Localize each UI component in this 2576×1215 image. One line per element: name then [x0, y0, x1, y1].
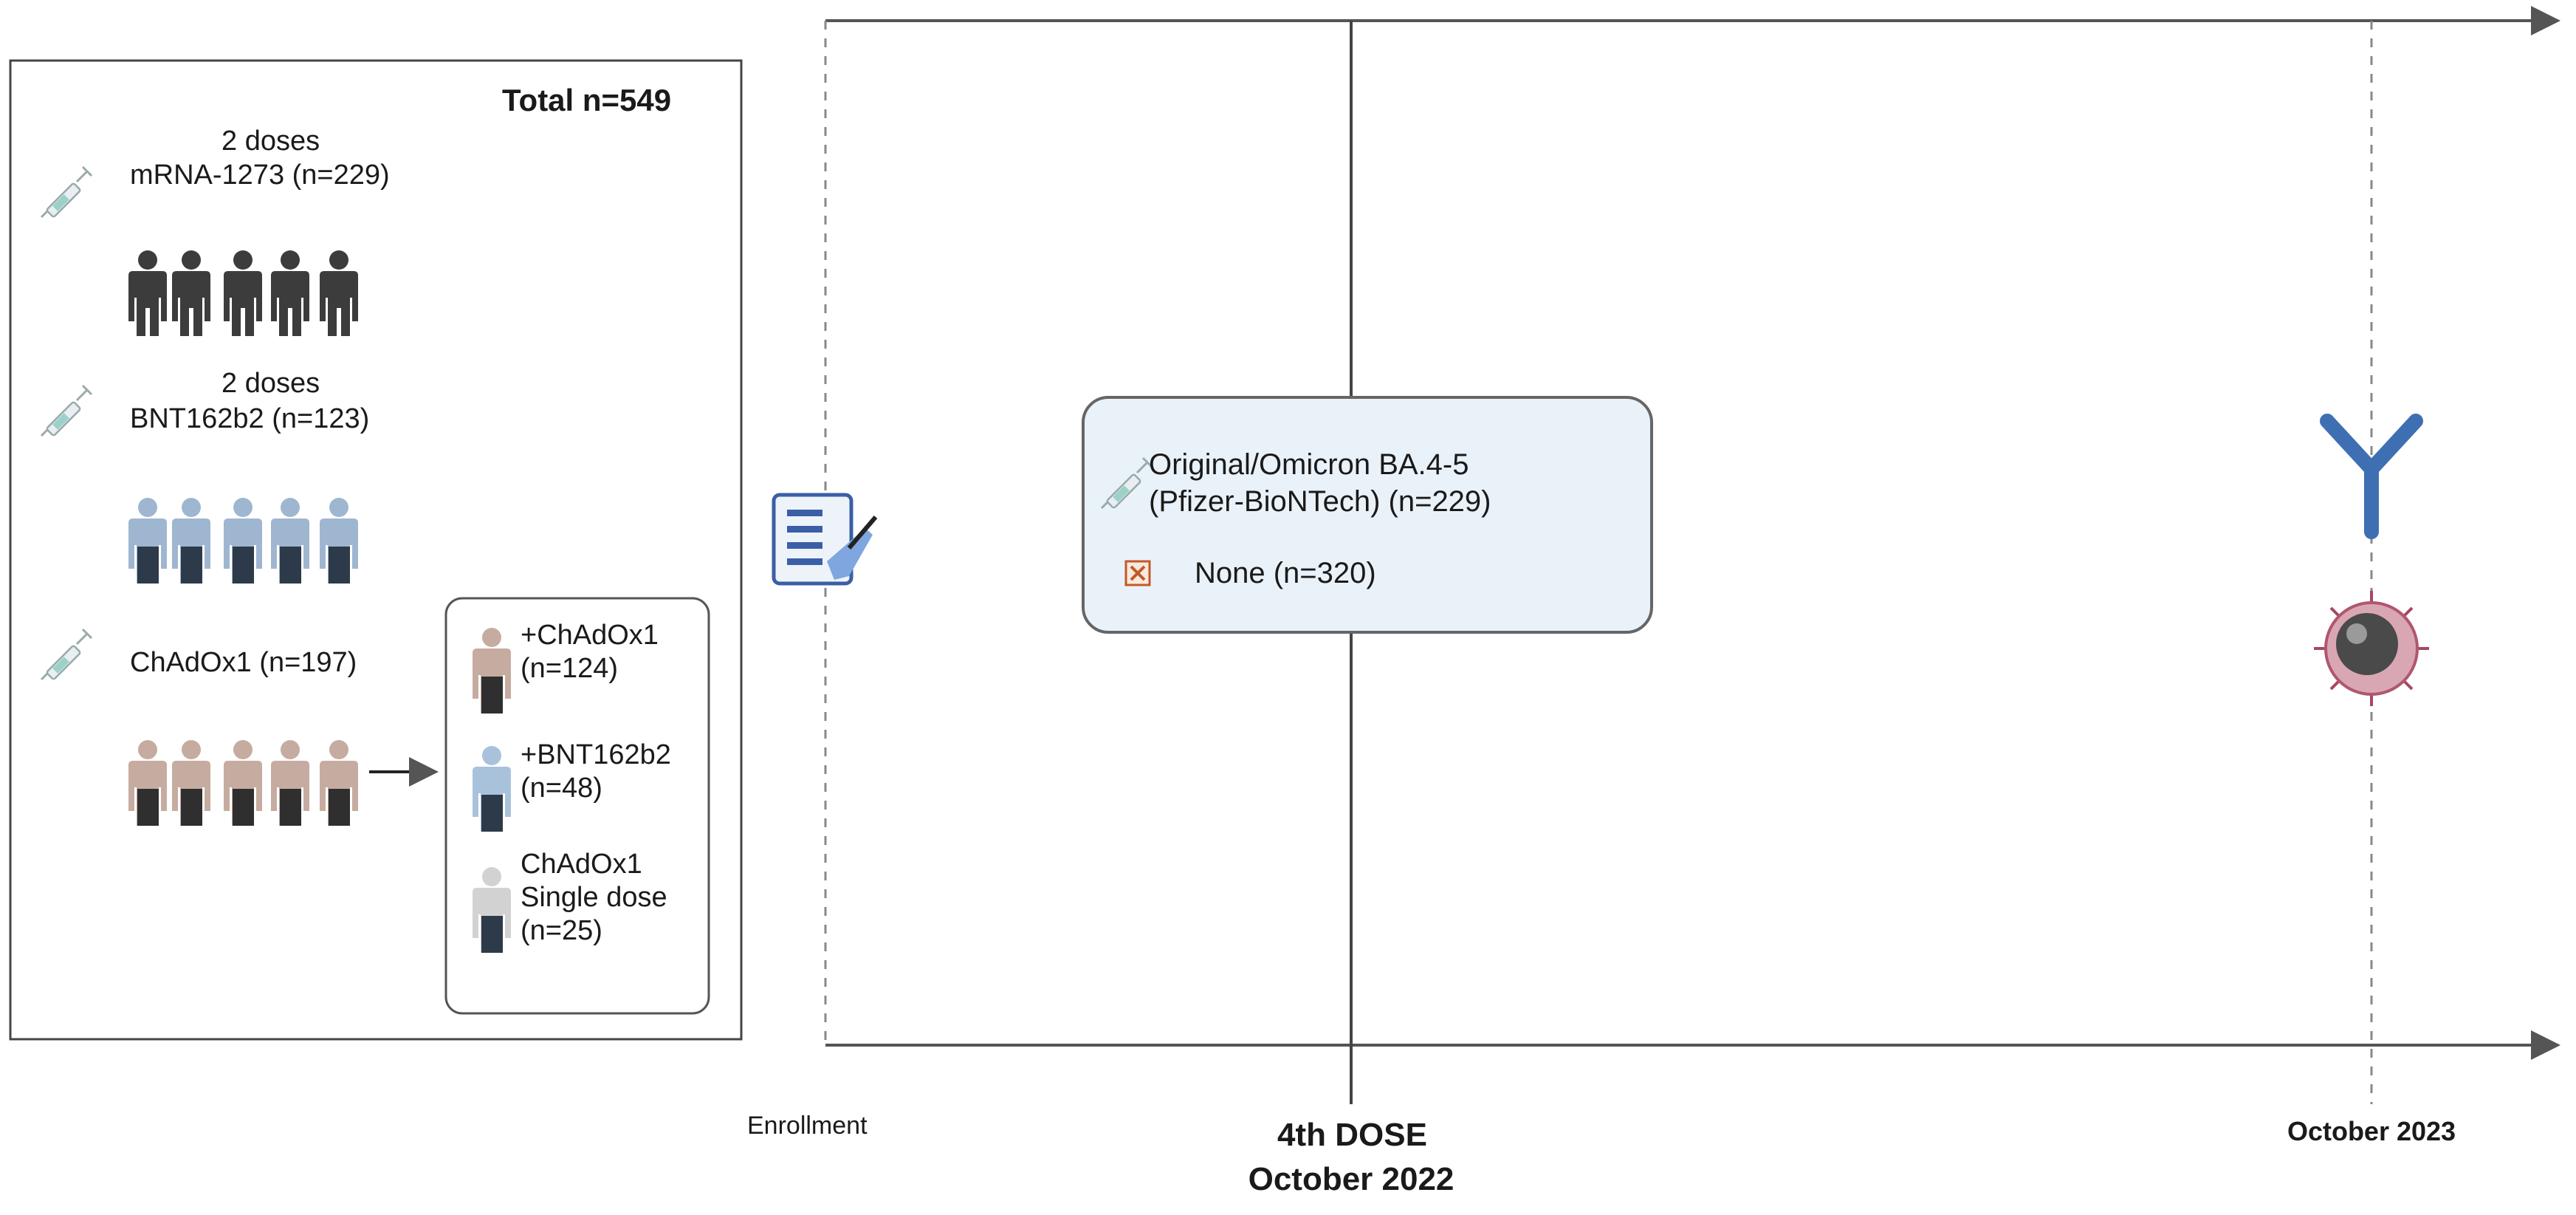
- group-vaccine: mRNA-1273 (n=229): [130, 160, 390, 191]
- booster-box: [1082, 396, 1653, 634]
- clipboard-signing-icon: [772, 493, 878, 586]
- x-box-icon: [1124, 560, 1151, 586]
- subgroup-box: [444, 597, 710, 1015]
- immune-cell-icon: [2314, 591, 2429, 706]
- group-doses: 2 doses: [221, 368, 320, 399]
- subgroup-label: +ChAdOx1 (n=124): [521, 620, 659, 684]
- subgroup-label: +BNT162b2 (n=48): [521, 739, 671, 804]
- figure-single-dose: [473, 867, 511, 953]
- group-vaccine: BNT162b2 (n=123): [130, 403, 370, 434]
- figure-bnt162b2-boost: [473, 746, 511, 832]
- enrollment-label: Enrollment: [747, 1112, 868, 1140]
- fourth-dose-date: October 2022: [1248, 1161, 1454, 1197]
- subgroup-label: ChAdOx1 Single dose (n=25): [521, 849, 667, 946]
- antibody-icon: [2320, 414, 2423, 539]
- no-booster-label: None (n=320): [1195, 557, 1376, 589]
- end-date-label: October 2023: [2287, 1116, 2456, 1146]
- booster-vaccine-label: Original/Omicron BA.4-5 (Pfizer-BioNTech…: [1149, 448, 1491, 518]
- total-count: Total n=549: [502, 83, 672, 117]
- group-vaccine: ChAdOx1 (n=197): [130, 647, 357, 678]
- fourth-dose-title: 4th DOSE: [1277, 1117, 1427, 1153]
- figure-chadox1-boost: [473, 628, 511, 713]
- group-doses: 2 doses: [221, 126, 320, 157]
